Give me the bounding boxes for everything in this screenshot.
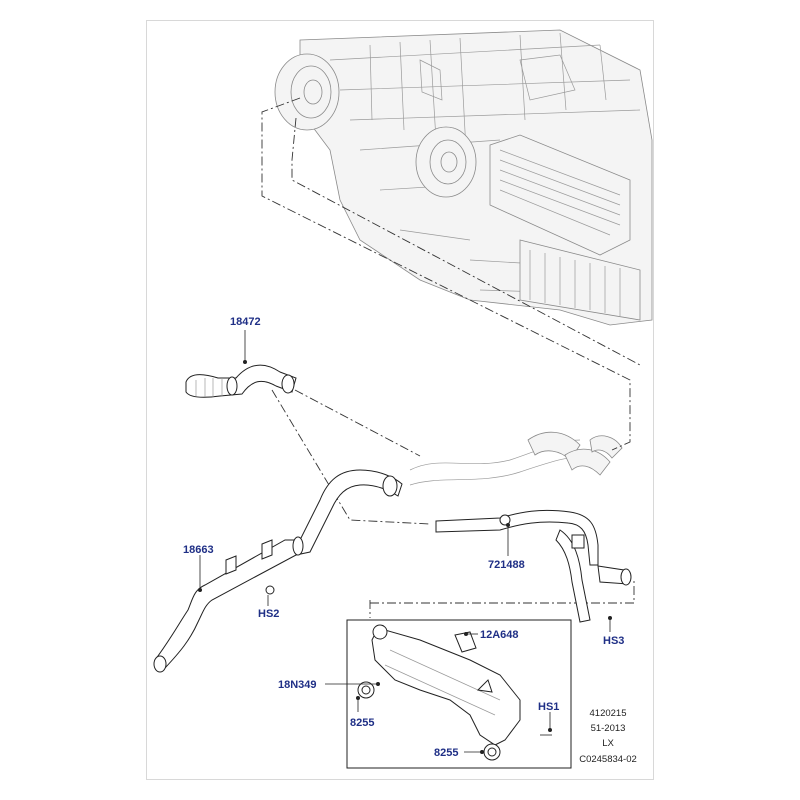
callout-12a648: 12A648: [480, 629, 519, 641]
callout-hs2: HS2: [258, 608, 279, 620]
pipe-18663: [153, 469, 403, 673]
callout-721488: 721488: [488, 559, 525, 571]
hose-18472: [185, 364, 297, 398]
callout-18n349: 18N349: [278, 679, 317, 691]
reference-line-2: 51-2013: [591, 723, 626, 734]
detail-box: [346, 619, 572, 769]
reference-line-1: 4120215: [590, 708, 627, 719]
callout-hs1: HS1: [538, 701, 559, 713]
reference-line-4: C0245834-02: [579, 754, 637, 765]
leader-lines: [198, 330, 612, 754]
pipe-721488: [435, 509, 632, 623]
hvac-housing: [274, 29, 653, 326]
reference-line-3: LX: [602, 738, 614, 749]
reference-block: 4120215 51-2013 LX C0245834-02: [579, 708, 637, 765]
callout-18663: 18663: [183, 544, 214, 556]
callout-hs3: HS3: [603, 635, 624, 647]
callout-18472: 18472: [230, 316, 261, 328]
callout-8255-a: 8255: [350, 717, 374, 729]
callouts: 18472 18663 HS2 721488 HS3 12A648 18N349…: [183, 316, 624, 759]
callout-8255-b: 8255: [434, 747, 458, 759]
alignment-lines: [261, 97, 641, 618]
heater-core-pipes: [409, 431, 623, 486]
